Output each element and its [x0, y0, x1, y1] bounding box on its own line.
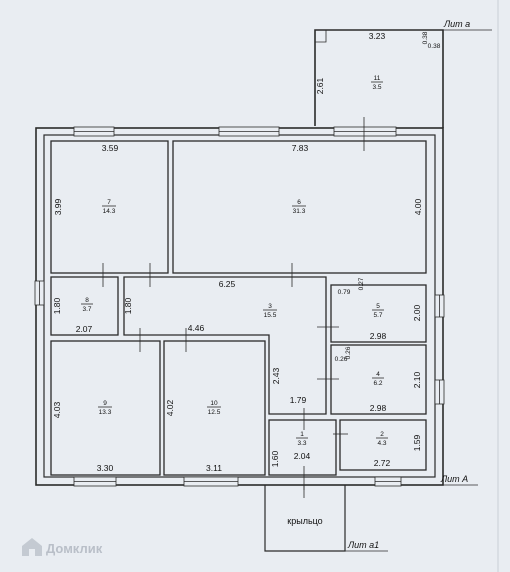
room-2: [339, 419, 427, 471]
svg-text:31.3: 31.3: [293, 208, 306, 215]
dim-r1-width: 2.04: [294, 451, 311, 461]
svg-text:4: 4: [376, 371, 380, 378]
dim-r9-width: 3.30: [97, 463, 114, 473]
room-label-8: 8 3.7: [81, 297, 93, 313]
svg-text:3.3: 3.3: [297, 440, 306, 447]
svg-text:8: 8: [85, 297, 89, 304]
room-4: [330, 344, 427, 415]
dim-r5-width: 2.98: [370, 331, 387, 341]
svg-text:12.5: 12.5: [208, 409, 221, 416]
dim-r4-b: 0.26: [335, 356, 348, 363]
dim-r7-height: 3.99: [53, 198, 63, 215]
dim-r6-width: 7.83: [292, 143, 309, 153]
porch-outline: [264, 485, 346, 552]
room-1: [268, 419, 337, 476]
dim-r4-height: 2.10: [412, 371, 422, 388]
dim-r11-width: 3.23: [369, 31, 386, 41]
dim-r8-height: 1.80: [52, 297, 62, 314]
svg-text:6: 6: [297, 199, 301, 206]
dim-r11-b: 0.38: [428, 43, 441, 50]
dim-r8-width: 2.07: [76, 324, 93, 334]
svg-text:4.3: 4.3: [377, 440, 386, 447]
annex-wall: [314, 29, 444, 128]
dim-r6-height: 4.00: [413, 198, 423, 215]
porch-label: крыльцо: [287, 516, 322, 526]
lit-a-label: Лит а: [443, 19, 470, 29]
room-6: [172, 140, 427, 274]
room-label-11: 11 3.5: [371, 75, 383, 91]
svg-text:10: 10: [210, 400, 218, 407]
room-label-9: 9 13.3: [98, 400, 112, 416]
svg-text:5.7: 5.7: [373, 312, 382, 319]
dim-r11-a: 0.38: [422, 31, 429, 44]
annex-corner: [315, 29, 327, 43]
svg-text:14.3: 14.3: [103, 208, 116, 215]
dim-r2-height: 1.59: [412, 434, 422, 451]
svg-text:3.5: 3.5: [372, 84, 381, 91]
dim-r8-height2: 1.80: [123, 297, 133, 314]
svg-text:11: 11: [374, 75, 381, 82]
room-label-7: 7 14.3: [102, 199, 116, 215]
svg-text:1: 1: [300, 431, 304, 438]
svg-text:9: 9: [103, 400, 107, 407]
dim-r5-a: 0.79: [338, 289, 351, 296]
room-label-10: 10 12.5: [207, 400, 221, 416]
dim-r4-a: 0.26: [345, 346, 352, 359]
dim-r10-width: 3.11: [206, 463, 222, 473]
svg-text:13.3: 13.3: [99, 409, 112, 416]
svg-text:6.2: 6.2: [373, 380, 382, 387]
room-label-2: 2 4.3: [376, 431, 388, 447]
house-icon: [22, 538, 42, 556]
dim-r3-bottom: 1.79: [290, 395, 307, 405]
dim-r11-height: 2.61: [315, 77, 325, 94]
svg-text:7: 7: [107, 199, 111, 206]
dim-r2-width: 2.72: [374, 458, 391, 468]
room-10: [163, 340, 266, 476]
dim-r3-width2: 4.46: [188, 323, 205, 333]
room-9: [50, 340, 161, 476]
room-8: [50, 276, 119, 336]
room-5: [330, 284, 427, 343]
room-label-6: 6 31.3: [292, 199, 306, 215]
lit-a1-label: Лит а1: [347, 540, 379, 550]
lit-A-label: Лит А: [440, 474, 468, 484]
dim-r9-height: 4.03: [52, 401, 62, 418]
dim-r10-height: 4.02: [165, 399, 175, 416]
dim-r3-width: 6.25: [219, 279, 236, 289]
watermark-text: Домклик: [46, 541, 103, 556]
dim-r4-width: 2.98: [370, 403, 387, 413]
room-label-3: 3 15.5: [263, 303, 277, 319]
room-label-5: 5 5.7: [372, 303, 384, 319]
svg-text:3.7: 3.7: [82, 306, 91, 313]
dim-r1-height: 1.60: [270, 450, 280, 467]
dim-r7-width: 3.59: [102, 143, 119, 153]
domclick-logo: Домклик: [22, 538, 103, 556]
dim-r5-b: 0.27: [358, 277, 365, 290]
dim-r5-height: 2.00: [412, 304, 422, 321]
svg-text:5: 5: [376, 303, 380, 310]
svg-text:15.5: 15.5: [264, 312, 277, 319]
room-label-1: 1 3.3: [296, 431, 308, 447]
svg-text:3: 3: [268, 303, 272, 310]
room-3: [123, 276, 327, 415]
room-7: [50, 140, 169, 274]
room-label-4: 4 6.2: [372, 371, 384, 387]
dim-r3-height: 2.43: [271, 367, 281, 384]
svg-text:2: 2: [380, 431, 384, 438]
